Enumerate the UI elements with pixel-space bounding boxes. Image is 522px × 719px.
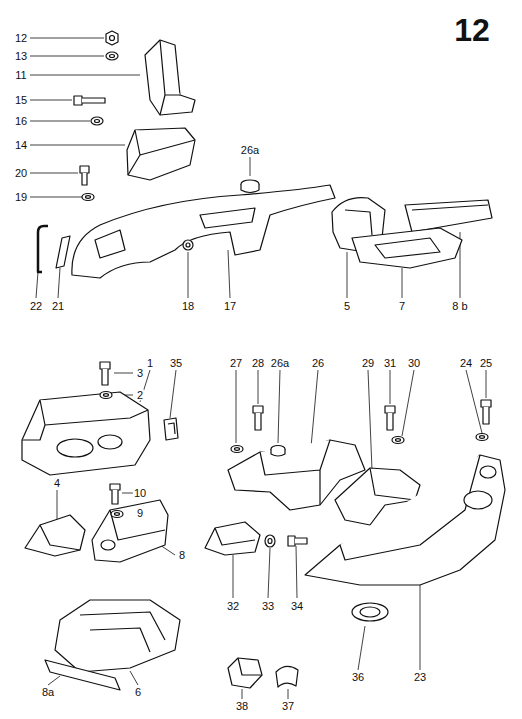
callout-number: 37 bbox=[281, 701, 295, 712]
callout-number: 14 bbox=[14, 140, 28, 151]
callout-number: 32 bbox=[226, 601, 240, 612]
leader-lines bbox=[30, 38, 486, 699]
callout-number: 20 bbox=[14, 168, 28, 179]
callout-number: 12 bbox=[14, 33, 28, 44]
callout-number: 2 bbox=[136, 390, 144, 401]
callout-number: 23 bbox=[413, 672, 427, 683]
callout-number: 10 bbox=[133, 488, 147, 499]
callout-number: 26 bbox=[311, 358, 325, 369]
parts bbox=[22, 31, 505, 690]
callout-number: 27 bbox=[229, 358, 243, 369]
callout-number: 24 bbox=[459, 358, 473, 369]
callout-number: 13 bbox=[14, 51, 28, 62]
callout-number: 8 bbox=[178, 550, 186, 561]
callout-number: 33 bbox=[261, 601, 275, 612]
callout-number: 19 bbox=[14, 192, 28, 203]
callout-number: 21 bbox=[51, 301, 65, 312]
callout-number: 26a bbox=[240, 145, 260, 156]
callout-number: 18 bbox=[181, 301, 195, 312]
callout-number: 16 bbox=[14, 116, 28, 127]
callout-number: 17 bbox=[223, 301, 237, 312]
callout-number: 9 bbox=[136, 508, 144, 519]
callout-number: 8a bbox=[41, 687, 55, 698]
callout-number: 8 b bbox=[451, 301, 468, 312]
callout-number: 1 bbox=[146, 358, 154, 369]
callout-number: 3 bbox=[136, 368, 144, 379]
callout-number: 11 bbox=[14, 70, 27, 81]
callout-number: 4 bbox=[53, 478, 61, 489]
page-number: 12 bbox=[453, 14, 491, 46]
callout-number: 38 bbox=[235, 701, 249, 712]
callout-number: 15 bbox=[14, 95, 28, 106]
callout-number: 6 bbox=[134, 687, 142, 698]
callout-number: 29 bbox=[361, 358, 375, 369]
callout-number: 22 bbox=[29, 301, 43, 312]
callout-number: 7 bbox=[398, 301, 406, 312]
callout-number: 26a bbox=[270, 358, 290, 369]
callout-number: 28 bbox=[251, 358, 265, 369]
callout-number: 30 bbox=[407, 358, 421, 369]
callout-number: 5 bbox=[343, 301, 351, 312]
callout-number: 36 bbox=[351, 672, 365, 683]
callout-number: 34 bbox=[290, 601, 304, 612]
callout-number: 31 bbox=[383, 358, 397, 369]
callout-number: 25 bbox=[479, 358, 493, 369]
callout-number: 35 bbox=[169, 358, 183, 369]
